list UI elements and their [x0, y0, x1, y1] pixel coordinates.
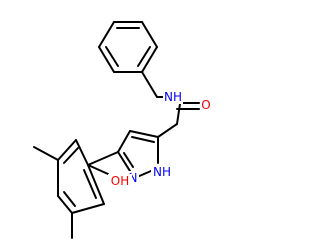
molecule-diagram: NH O NH N OH — [33, 21, 212, 239]
carbonyl-oxygen-label: O — [201, 98, 210, 112]
bond-ph-inner-3 — [105, 46, 119, 67]
bond-ar2-ar3 — [57, 139, 77, 161]
bond-ar4-ar5 — [57, 195, 73, 214]
bond-ar-inner-1 — [63, 147, 79, 164]
bond-ar-inner-3 — [83, 169, 97, 199]
bond-ar5-ar6 — [71, 203, 105, 214]
pyrazole-n-label: N — [129, 171, 138, 185]
bond-c3-phenol — [87, 151, 119, 166]
bond-c5-c4 — [129, 130, 159, 138]
hydroxyl-label: OH — [111, 174, 129, 188]
bond-n2-n1 — [136, 170, 152, 178]
bond-ar-inner-2 — [63, 191, 76, 207]
pyrazole-nh-label: NH — [153, 165, 171, 179]
bond-c5-c4-inner — [131, 136, 155, 143]
bond-ph3-ph4 — [141, 21, 158, 48]
bond-c3-n2 — [117, 151, 131, 172]
bonds — [33, 21, 200, 239]
bond-ar-oh — [87, 164, 109, 175]
bond-ar1-ar2 — [75, 139, 89, 166]
bond-c3-n2-inner — [123, 152, 134, 168]
bond-methyl-upper — [33, 146, 59, 161]
atom-labels: NH O NH N OH — [108, 90, 212, 188]
bond-ph4-ph5 — [141, 46, 158, 73]
bond-ph6-ph1 — [98, 46, 115, 73]
bond-c4-c3 — [117, 130, 131, 153]
amide-nh-label: NH — [164, 90, 182, 104]
bond-carbonyl-c5 — [157, 123, 178, 138]
bond-ph-inner-2 — [137, 46, 151, 67]
bond-ph1-ph2 — [98, 21, 115, 48]
bond-ar6-ar1 — [87, 164, 105, 205]
bond-ph-ch2 — [141, 71, 158, 98]
